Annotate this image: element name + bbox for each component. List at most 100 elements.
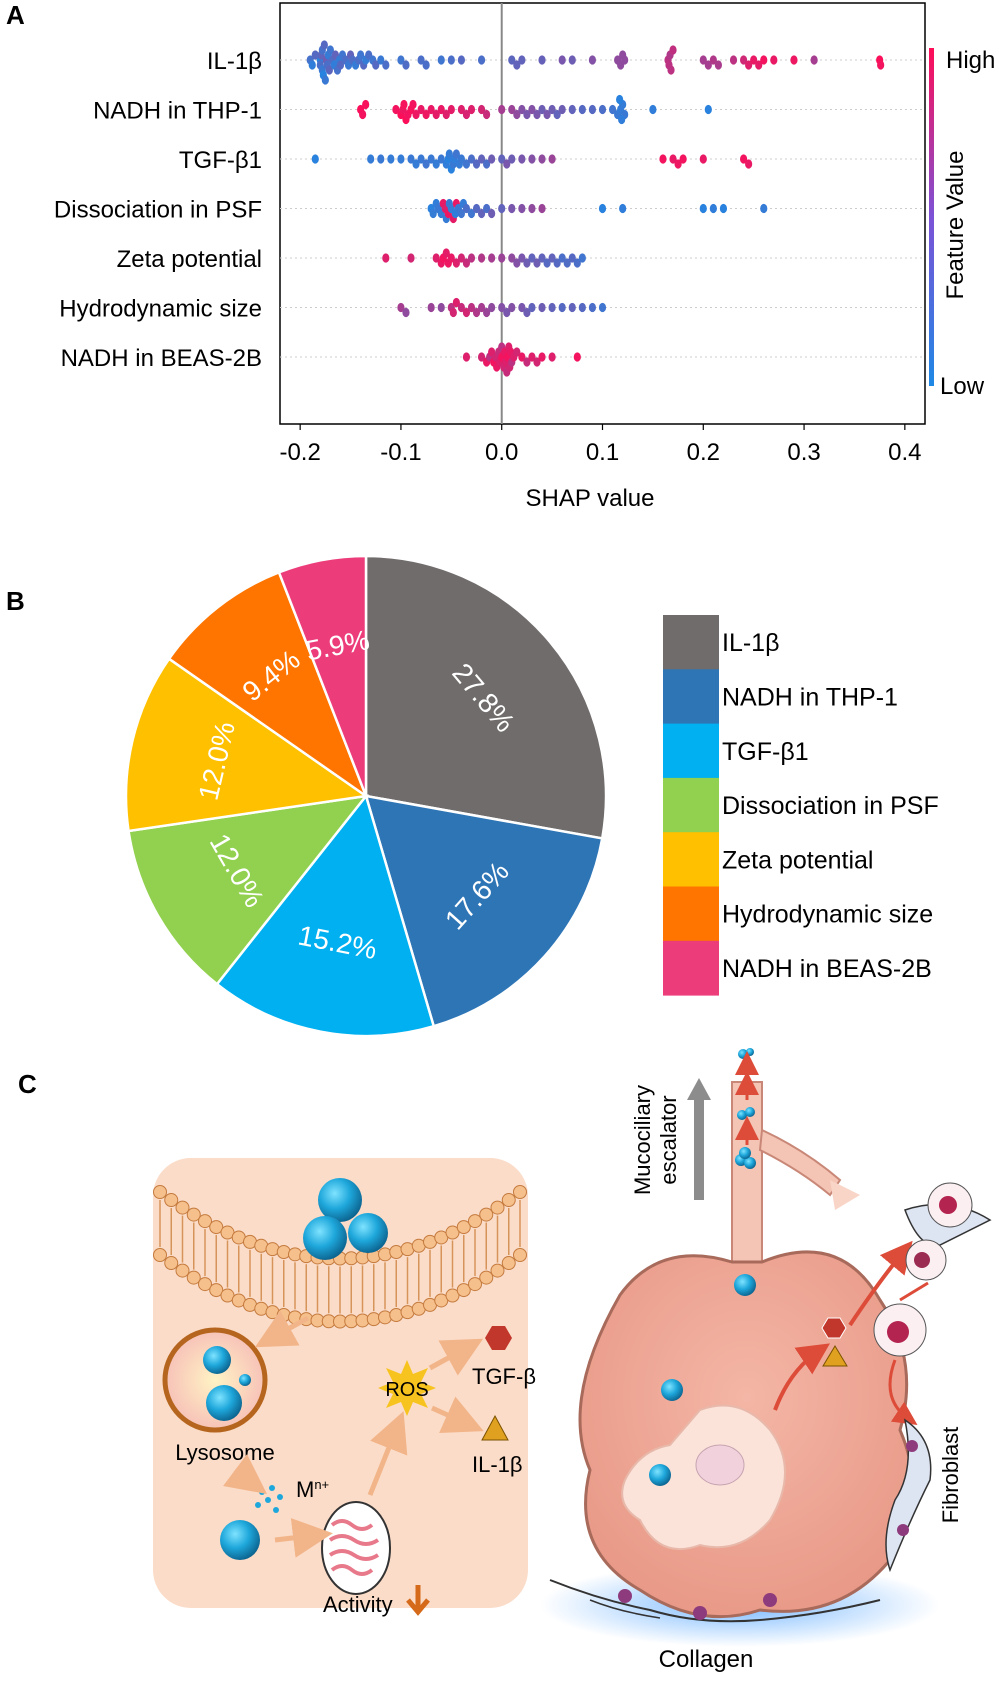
pie-slice bbox=[277, 554, 368, 797]
shap-point bbox=[477, 55, 486, 65]
fibroblast-nucleus bbox=[906, 1440, 918, 1452]
lipid-head bbox=[501, 1256, 516, 1271]
mucociliary-arrow-icon bbox=[687, 1078, 711, 1100]
cell-arrow bbox=[899, 1281, 929, 1302]
shap-point bbox=[477, 352, 486, 362]
shap-x-axis-label: SHAP value bbox=[526, 485, 655, 512]
shap-point bbox=[513, 60, 521, 70]
shap-point bbox=[400, 99, 408, 110]
shap-point bbox=[477, 208, 486, 219]
shap-point bbox=[618, 114, 626, 125]
shap-point bbox=[437, 55, 445, 65]
shap-point bbox=[714, 60, 722, 70]
shap-point bbox=[362, 99, 370, 110]
shap-point bbox=[770, 55, 778, 65]
shap-point bbox=[508, 154, 516, 164]
lipid-head bbox=[445, 1288, 460, 1303]
shap-point bbox=[543, 109, 551, 120]
shap-point bbox=[538, 55, 546, 65]
lipid-head bbox=[378, 1247, 392, 1262]
pie-slice bbox=[364, 794, 604, 1028]
shap-point bbox=[503, 307, 511, 318]
shap-point bbox=[608, 104, 617, 115]
legend-label: Zeta potential bbox=[722, 846, 874, 874]
shap-point bbox=[528, 154, 536, 164]
nanoparticle bbox=[239, 1374, 251, 1386]
shap-point bbox=[548, 104, 556, 115]
lipid-head bbox=[490, 1263, 505, 1278]
mucociliary-label: Mucociliary bbox=[630, 1085, 655, 1195]
shap-point bbox=[427, 154, 435, 164]
shap-point bbox=[462, 203, 471, 214]
shap-point bbox=[563, 258, 571, 268]
shap-point bbox=[457, 208, 466, 219]
shap-point bbox=[679, 154, 687, 164]
shap-point bbox=[573, 258, 581, 268]
fibroblast-nucleus bbox=[618, 1589, 632, 1603]
lipid-head bbox=[153, 1185, 167, 1199]
shap-point bbox=[553, 109, 561, 120]
shap-point bbox=[538, 104, 546, 115]
shap-point bbox=[548, 154, 556, 164]
shap-point bbox=[457, 104, 466, 115]
shap-point bbox=[326, 45, 334, 55]
shap-point bbox=[538, 203, 546, 214]
shap-point bbox=[488, 154, 496, 164]
shap-point bbox=[397, 302, 405, 313]
shap-point bbox=[427, 302, 435, 313]
shap-point bbox=[447, 253, 455, 263]
shap-point bbox=[437, 154, 445, 164]
neutrophil-nucleus bbox=[939, 1196, 957, 1214]
shap-x-tick-label: -0.2 bbox=[279, 439, 320, 466]
lipid-head bbox=[445, 1225, 460, 1240]
shap-point bbox=[325, 65, 333, 75]
lipid-head bbox=[209, 1220, 224, 1235]
shap-point bbox=[790, 55, 798, 65]
shap-point bbox=[598, 104, 607, 115]
shap-point bbox=[674, 159, 682, 169]
shap-point bbox=[387, 154, 395, 164]
shap-point bbox=[649, 104, 657, 115]
shap-point bbox=[548, 352, 556, 362]
shap-point bbox=[311, 154, 319, 164]
shap-point bbox=[588, 104, 597, 115]
fibroblast-nucleus bbox=[763, 1593, 777, 1607]
shap-point bbox=[483, 109, 491, 120]
legend-label: Dissociation in PSF bbox=[722, 792, 939, 820]
shap-point bbox=[760, 55, 768, 65]
activity-label: Activity bbox=[323, 1592, 393, 1617]
shap-point bbox=[523, 109, 531, 120]
shap-point bbox=[513, 258, 521, 268]
shap-point bbox=[427, 104, 435, 115]
shap-point bbox=[422, 60, 430, 70]
shap-point bbox=[669, 45, 677, 55]
shap-point bbox=[578, 104, 586, 115]
lipid-head bbox=[175, 1200, 190, 1215]
shap-point bbox=[518, 302, 526, 313]
shap-x-tick-label: 0.3 bbox=[787, 439, 820, 466]
shap-point bbox=[321, 75, 329, 85]
shap-point bbox=[709, 55, 717, 65]
colorbar-high-label: High bbox=[946, 47, 995, 74]
shap-point bbox=[472, 203, 481, 214]
shap-point bbox=[442, 248, 450, 258]
shap-point bbox=[699, 55, 707, 65]
shap-point bbox=[402, 60, 410, 70]
shap-point bbox=[523, 258, 531, 268]
shap-point bbox=[397, 154, 405, 164]
tgf-hexagon-icon bbox=[485, 1326, 512, 1350]
shap-point bbox=[699, 154, 707, 164]
nanoparticle bbox=[734, 1274, 756, 1296]
shap-point bbox=[750, 55, 758, 65]
shap-x-tick-label: 0.2 bbox=[687, 439, 720, 466]
shap-point bbox=[619, 203, 627, 214]
legend-swatch bbox=[663, 886, 719, 942]
nanoparticle bbox=[318, 1178, 362, 1222]
tgf-hexagon-icon bbox=[821, 1317, 847, 1339]
shap-point bbox=[755, 60, 763, 70]
shap-point bbox=[568, 302, 576, 313]
legend-label: IL-1β bbox=[722, 629, 779, 657]
shap-point bbox=[311, 50, 319, 60]
